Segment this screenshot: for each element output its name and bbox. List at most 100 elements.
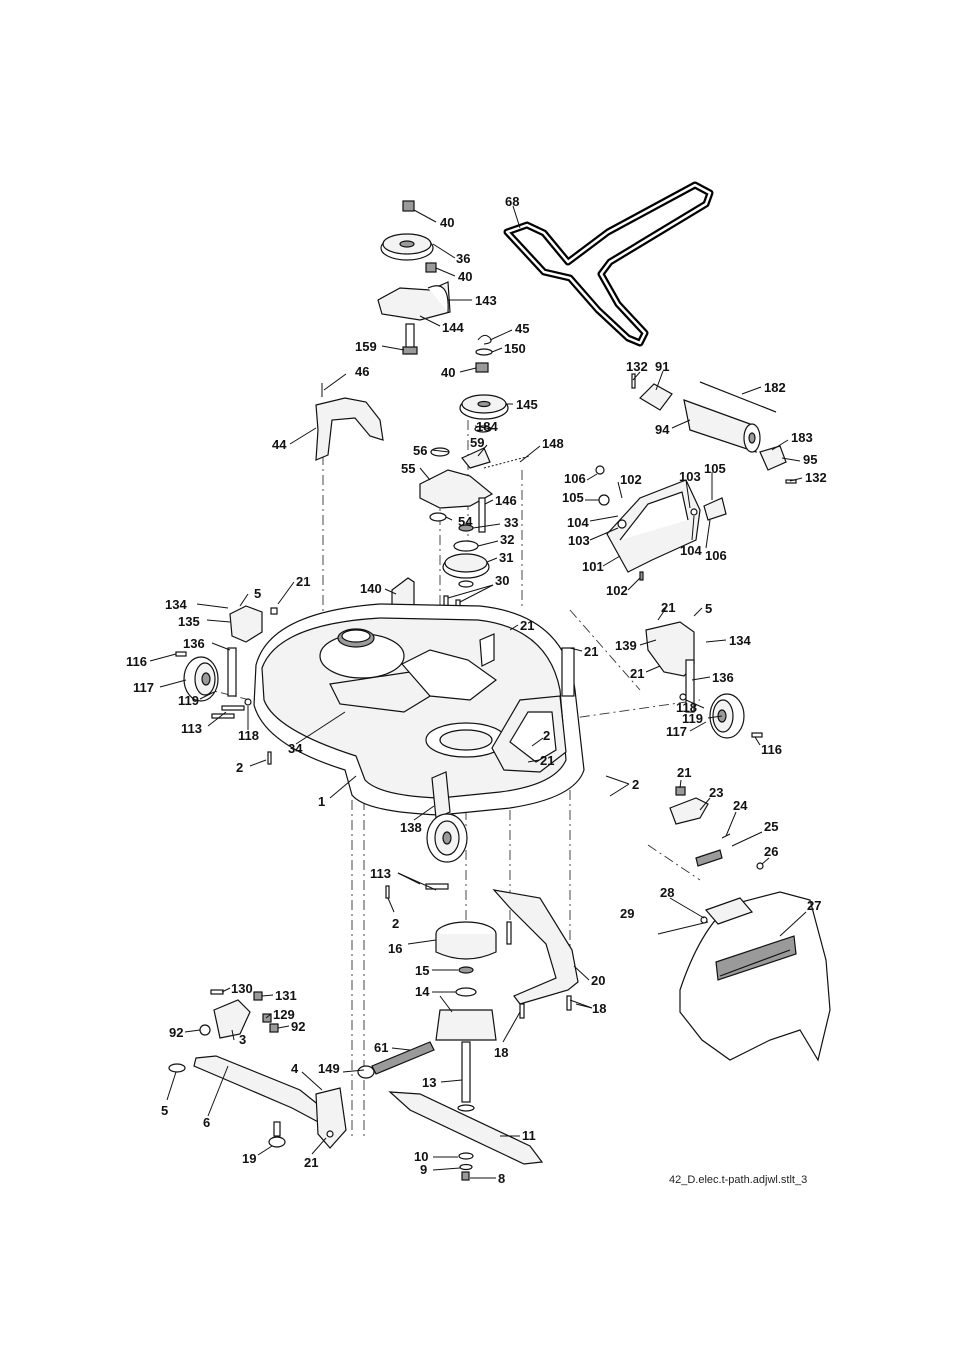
callout: 55 (401, 461, 415, 476)
callout: 5 (161, 1103, 168, 1118)
callout: 16 (388, 941, 402, 956)
idler-pulley-assembly (377, 200, 451, 355)
callout: 116 (126, 654, 147, 669)
callout: 24 (733, 798, 748, 813)
callout: 159 (355, 339, 377, 354)
callout: 34 (288, 741, 303, 756)
callout: 46 (355, 364, 369, 379)
deflector-shield-101 (595, 465, 727, 581)
callout: 106 (705, 548, 727, 563)
callout: 21 (296, 574, 310, 589)
callout: 105 (562, 490, 584, 505)
callout: 95 (803, 452, 817, 467)
callout: 9 (420, 1162, 427, 1177)
callout: 8 (498, 1171, 505, 1186)
callout: 144 (442, 320, 464, 335)
callout: 40 (440, 215, 454, 230)
callout: 56 (413, 443, 427, 458)
callout: 92 (291, 1019, 305, 1034)
callout: 21 (540, 753, 554, 768)
callout: 32 (500, 532, 514, 547)
callout: 184 (476, 419, 498, 434)
callout: 138 (400, 820, 422, 835)
callout: 105 (704, 461, 726, 476)
callout: 136 (712, 670, 734, 685)
callout: 2 (236, 760, 243, 775)
callout: 145 (516, 397, 538, 412)
callout: 117 (666, 724, 687, 739)
callout: 134 (729, 633, 751, 648)
callout: 132 (626, 359, 648, 374)
callout: 131 (275, 988, 297, 1003)
callout: 104 (567, 515, 589, 530)
callout: 136 (183, 636, 205, 651)
callout: 2 (392, 916, 399, 931)
callout: 54 (458, 514, 473, 529)
callout: 27 (807, 898, 821, 913)
callout: 3 (239, 1032, 246, 1047)
callout: 148 (542, 436, 564, 451)
left-gauge-wheel-assembly (175, 605, 278, 765)
mower-deck (253, 603, 585, 816)
callout: 139 (615, 638, 637, 653)
callout: 21 (630, 666, 644, 681)
callout: 21 (677, 765, 691, 780)
callout: 4 (291, 1061, 299, 1076)
callout: 143 (475, 293, 497, 308)
blade-assembly (388, 1091, 544, 1181)
callout: 18 (592, 1001, 606, 1016)
callout: 135 (178, 614, 200, 629)
callout: 5 (705, 601, 712, 616)
spindle-assembly (435, 889, 579, 1112)
callout: 20 (591, 973, 605, 988)
callout: 183 (791, 430, 813, 445)
callout: 21 (584, 644, 598, 659)
spring-61 (357, 1041, 435, 1079)
callout: 26 (764, 844, 778, 859)
callout: 29 (620, 906, 634, 921)
callout: 44 (272, 437, 287, 452)
callout: 134 (165, 597, 187, 612)
callout: 149 (318, 1061, 340, 1076)
callout: 150 (504, 341, 526, 356)
callout: 23 (709, 785, 723, 800)
chute-roller-assembly (631, 373, 797, 484)
callout: 119 (682, 711, 703, 726)
figure-caption: 42_D.elec.t-path.adjwl.stlt_3 (669, 1174, 807, 1186)
callout: 146 (495, 493, 517, 508)
drive-belt (503, 181, 714, 347)
leader-lines (149, 205, 807, 1179)
callout: 106 (564, 471, 586, 486)
callout: 113 (181, 721, 202, 736)
callout: 68 (505, 194, 519, 209)
callout: 6 (203, 1115, 210, 1130)
callout: 25 (764, 819, 778, 834)
callout: 2 (632, 777, 639, 792)
callout: 61 (374, 1040, 388, 1055)
callout: 103 (568, 533, 590, 548)
callout: 113 (370, 866, 391, 881)
callout: 31 (499, 550, 513, 565)
callout: 15 (415, 963, 429, 978)
callout: 30 (495, 573, 509, 588)
callout: 91 (655, 359, 669, 374)
callout: 116 (761, 742, 782, 757)
callout: 130 (231, 981, 253, 996)
callout: 28 (660, 885, 674, 900)
callout: 102 (606, 583, 628, 598)
callout: 2 (543, 728, 550, 743)
callout: 102 (620, 472, 642, 487)
callout: 33 (504, 515, 518, 530)
callout: 118 (238, 728, 259, 743)
callout: 182 (764, 380, 786, 395)
callout: 129 (273, 1007, 295, 1022)
callout: 36 (456, 251, 470, 266)
belt-guard-44 (315, 383, 384, 461)
callout: 118 (676, 700, 697, 715)
callout: 40 (458, 269, 472, 284)
callout: 92 (169, 1025, 183, 1040)
callout: 21 (661, 600, 675, 615)
callout: 40 (441, 365, 455, 380)
callout: 119 (178, 693, 199, 708)
callout: 94 (655, 422, 670, 437)
